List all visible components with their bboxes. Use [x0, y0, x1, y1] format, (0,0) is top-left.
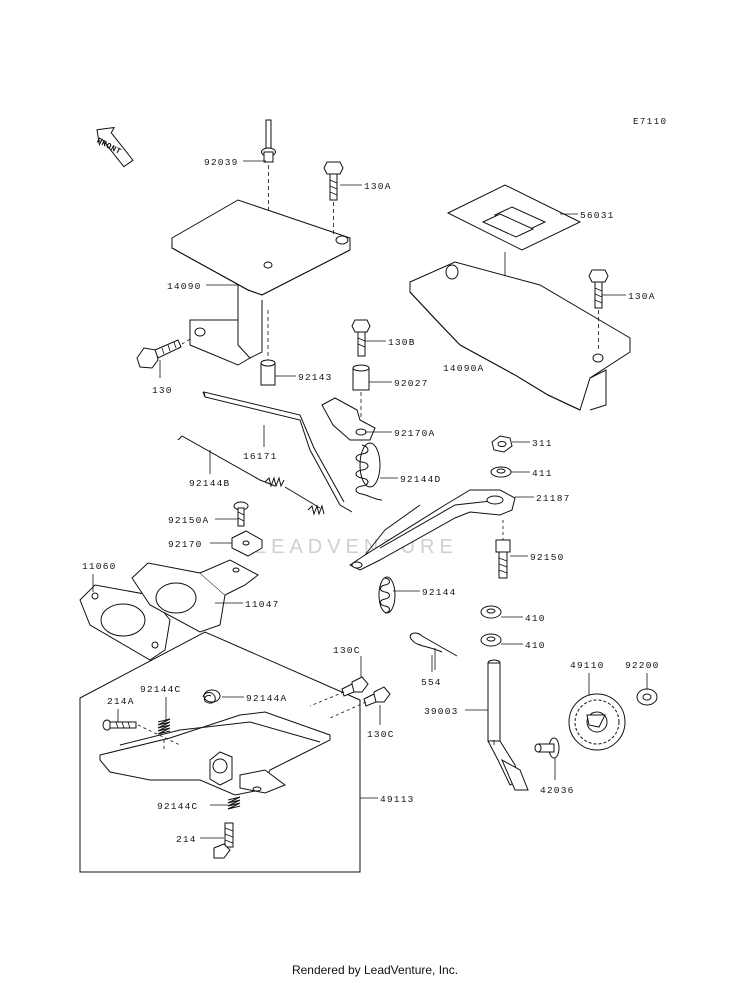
label-130C-lower: 130C	[367, 729, 395, 740]
label-311: 311	[532, 438, 553, 449]
bracket-14090[interactable]	[171, 199, 351, 366]
label-410-lower: 410	[525, 640, 546, 651]
label-92144C-lower: 92144C	[157, 801, 198, 812]
label-56031: 56031	[580, 210, 615, 221]
label-92039: 92039	[204, 157, 239, 168]
shaft-39003[interactable]	[487, 659, 529, 791]
screw-92150A[interactable]	[233, 501, 249, 527]
bolt-130B[interactable]	[351, 319, 371, 357]
label-92144: 92144	[422, 587, 457, 598]
label-92170: 92170	[168, 539, 203, 550]
nut-311[interactable]	[491, 435, 513, 453]
clamp-92170[interactable]	[231, 530, 263, 557]
insulator-11047[interactable]	[131, 559, 259, 633]
label-92144B: 92144B	[189, 478, 230, 489]
bolt-130C-lower[interactable]	[329, 686, 391, 719]
label-11060: 11060	[82, 561, 117, 572]
washer-411[interactable]	[490, 466, 512, 478]
label-214: 214	[176, 834, 197, 845]
spring-92144D[interactable]	[355, 442, 383, 501]
label-130A: 130A	[364, 181, 392, 192]
label-92200: 92200	[625, 660, 660, 671]
spring-92144C-lower[interactable]	[227, 796, 241, 810]
label-49113: 49113	[380, 794, 415, 805]
rod-16171[interactable]	[202, 391, 353, 513]
washer-410-lower[interactable]	[480, 633, 502, 647]
label-130B: 130B	[388, 337, 416, 348]
label-11047: 11047	[245, 599, 280, 610]
bolt-214A[interactable]	[102, 719, 181, 746]
spring-92144B[interactable]	[177, 435, 325, 516]
label-21187: 21187	[536, 493, 571, 504]
washer-410-upper[interactable]	[480, 605, 502, 619]
label-39003: 39003	[424, 706, 459, 717]
label-42036: 42036	[540, 785, 575, 796]
pin-554[interactable]	[409, 632, 458, 670]
label-16171: 16171	[243, 451, 278, 462]
bolt-130C-upper[interactable]	[309, 676, 369, 707]
pin-42036[interactable]	[534, 737, 560, 759]
label-92027: 92027	[394, 378, 429, 389]
label-130: 130	[152, 385, 173, 396]
label-49110: 49110	[570, 660, 605, 671]
governor-box-49113	[79, 631, 361, 873]
bolt-130A-top[interactable]	[323, 161, 344, 236]
gasket-11060[interactable]	[79, 584, 171, 661]
gear-49110[interactable]	[568, 693, 626, 751]
label-92150A: 92150A	[168, 515, 209, 526]
label-92143: 92143	[298, 372, 333, 383]
label-14090: 14090	[167, 281, 202, 292]
label-92170A: 92170A	[394, 428, 435, 439]
label-14090A: 14090A	[443, 363, 484, 374]
label-410-upper: 410	[525, 613, 546, 624]
label-554: 554	[421, 677, 442, 688]
clamp-92170A[interactable]	[321, 397, 376, 441]
label-130A-right: 130A	[628, 291, 656, 302]
bolt-92150[interactable]	[495, 520, 511, 579]
label-92150: 92150	[530, 552, 565, 563]
collar-92143[interactable]	[260, 310, 276, 386]
bolt-130[interactable]	[136, 337, 193, 369]
spring-92144[interactable]	[378, 576, 396, 614]
bolt-214[interactable]	[213, 822, 234, 859]
governor-lever-assembly[interactable]	[99, 711, 331, 796]
bolt-130A-right[interactable]	[588, 269, 609, 350]
footer-credit: Rendered by LeadVenture, Inc.	[291, 963, 459, 977]
label-130C-upper: 130C	[333, 645, 361, 656]
lever-21187[interactable]	[349, 489, 516, 571]
washer-92200[interactable]	[636, 688, 658, 706]
label-214A: 214A	[107, 696, 135, 707]
part-labels: 92039 130A 56031 130A 14090 14090A 130 9…	[82, 157, 660, 845]
label-92144A: 92144A	[246, 693, 287, 704]
spring-92144A[interactable]	[202, 689, 221, 704]
front-arrow-icon: FRONT	[95, 126, 134, 168]
bracket-14090A[interactable]	[409, 261, 631, 411]
label-411: 411	[532, 468, 553, 479]
spring-92144C-upper[interactable]	[157, 718, 171, 752]
diagram-code: E7110	[633, 117, 668, 127]
label-92144D: 92144D	[400, 474, 441, 485]
label-92144C-upper: 92144C	[140, 684, 181, 695]
leader-lines	[92, 160, 648, 839]
